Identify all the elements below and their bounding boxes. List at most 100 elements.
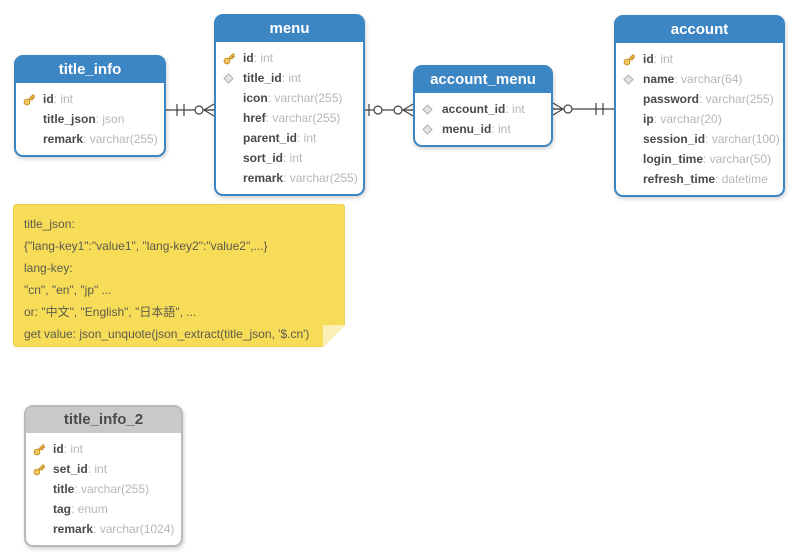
field-type: : varchar(20) [653, 112, 722, 126]
field-type: : varchar(255) [74, 482, 150, 496]
field-name: account_id [442, 102, 506, 116]
table-title[interactable]: title_info [16, 57, 164, 84]
sticky-note-text: title_json:{"lang-key1":"value1", "lang-… [24, 213, 334, 345]
field-type: : varchar(255) [83, 132, 158, 146]
field-type: : int [653, 52, 674, 66]
relationship-menu-account_menu[interactable] [365, 103, 414, 117]
note-line: {"lang-key1":"value1", "lang-key2":"valu… [24, 239, 268, 253]
table-title_info_2[interactable]: title_info_2 id : int set_id : int title… [24, 405, 183, 547]
field-type: : varchar(255) [699, 92, 774, 106]
field-type: : int [63, 442, 84, 456]
field-name: href [243, 111, 266, 125]
field-row-remark[interactable]: remark : varchar(255) [216, 168, 363, 188]
table-title[interactable]: account [616, 17, 783, 44]
field-type: : enum [71, 502, 108, 516]
field-name: remark [43, 132, 84, 146]
field-row-remark[interactable]: remark : varchar(255) [16, 129, 164, 149]
table-title_info[interactable]: title_info id : int title_json : json re… [14, 55, 166, 157]
field-name: id [643, 52, 654, 66]
note-line: "cn", "en", "jp" ... [24, 283, 112, 297]
field-name: ip [643, 112, 654, 126]
table-account_menu[interactable]: account_menu account_id : int menu_id : … [413, 65, 553, 147]
diamond-icon [223, 72, 234, 84]
field-type: : json [95, 112, 125, 126]
field-type: : varchar(255) [265, 111, 341, 125]
field-row-menu_id[interactable]: menu_id : int [415, 119, 551, 139]
field-row-title_id[interactable]: title_id : int [216, 68, 363, 88]
sticky-note[interactable]: title_json:{"lang-key1":"value1", "lang-… [13, 204, 345, 347]
field-name: icon [243, 91, 268, 105]
field-type: : varchar(100) [705, 132, 780, 146]
diamond-icon [623, 73, 634, 85]
table-body: id : int name : varchar(64) password : v… [616, 44, 783, 195]
field-row-id[interactable]: id : int [216, 48, 363, 68]
field-name: title_json [43, 112, 96, 126]
relationship-account_menu-account[interactable] [552, 102, 614, 116]
table-title[interactable]: menu [216, 16, 363, 43]
field-row-name[interactable]: name : varchar(64) [616, 69, 783, 89]
key-icon-cell [22, 92, 43, 107]
field-name: login_time [643, 152, 704, 166]
field-name: set_id [53, 462, 88, 476]
field-type: : int [281, 71, 302, 85]
field-row-title_json[interactable]: title_json : json [16, 109, 164, 129]
table-title[interactable]: account_menu [415, 67, 551, 94]
field-type: : int [87, 462, 108, 476]
field-row-session_id[interactable]: session_id : varchar(100) [616, 129, 783, 149]
field-row-refresh_time[interactable]: refresh_time : datetime [616, 169, 783, 189]
field-name: refresh_time [643, 172, 716, 186]
table-account[interactable]: account id : int name : varchar(64) pass… [614, 15, 785, 197]
field-name: title_id [243, 71, 282, 85]
field-row-id[interactable]: id : int [26, 439, 181, 459]
field-name: parent_id [243, 131, 298, 145]
key-icon [623, 53, 636, 65]
diamond-icon-cell [622, 73, 643, 86]
key-icon-cell [622, 52, 643, 67]
field-row-title[interactable]: title : varchar(255) [26, 479, 181, 499]
note-line: or: "中文", "English", "日本語", ... [24, 305, 197, 319]
table-body: id : int set_id : int title : varchar(25… [26, 434, 181, 545]
field-type: : int [505, 102, 525, 116]
field-name: id [53, 442, 64, 456]
field-row-ip[interactable]: ip : varchar(20) [616, 109, 783, 129]
field-name: id [43, 92, 54, 106]
field-name: tag [53, 502, 71, 516]
table-body: account_id : int menu_id : int [415, 94, 551, 145]
field-type: : int [53, 92, 74, 106]
field-row-password[interactable]: password : varchar(255) [616, 89, 783, 109]
field-row-icon[interactable]: icon : varchar(255) [216, 88, 363, 108]
field-row-id[interactable]: id : int [16, 89, 164, 109]
field-row-id[interactable]: id : int [616, 49, 783, 69]
note-line: lang-key: [24, 261, 73, 275]
field-type: : int [491, 122, 511, 136]
field-type: : int [253, 51, 274, 65]
diamond-icon-cell [222, 72, 243, 85]
field-type: : varchar(64) [674, 72, 743, 86]
diamond-icon [422, 123, 433, 135]
table-body: id : int title_id : int icon : varchar(2… [216, 43, 363, 194]
field-type: : varchar(50) [703, 152, 772, 166]
field-type: : int [297, 131, 317, 145]
table-title[interactable]: title_info_2 [26, 407, 181, 434]
field-name: password [643, 92, 700, 106]
diamond-icon-cell [421, 123, 442, 136]
key-icon-cell [32, 442, 53, 457]
key-icon [23, 93, 36, 105]
field-name: session_id [643, 132, 706, 146]
relationship-title_info-menu[interactable] [166, 103, 215, 117]
field-row-login_time[interactable]: login_time : varchar(50) [616, 149, 783, 169]
field-name: sort_id [243, 151, 284, 165]
field-row-tag[interactable]: tag : enum [26, 499, 181, 519]
field-row-parent_id[interactable]: parent_id : int [216, 128, 363, 148]
field-row-set_id[interactable]: set_id : int [26, 459, 181, 479]
field-name: remark [53, 522, 94, 536]
field-name: title [53, 482, 75, 496]
field-row-remark[interactable]: remark : varchar(1024) [26, 519, 181, 539]
field-row-href[interactable]: href : varchar(255) [216, 108, 363, 128]
field-row-sort_id[interactable]: sort_id : int [216, 148, 363, 168]
field-type: : datetime [715, 172, 768, 186]
table-menu[interactable]: menu id : int title_id : int icon : varc… [214, 14, 365, 196]
field-row-account_id[interactable]: account_id : int [415, 99, 551, 119]
field-type: : varchar(1024) [93, 522, 175, 536]
